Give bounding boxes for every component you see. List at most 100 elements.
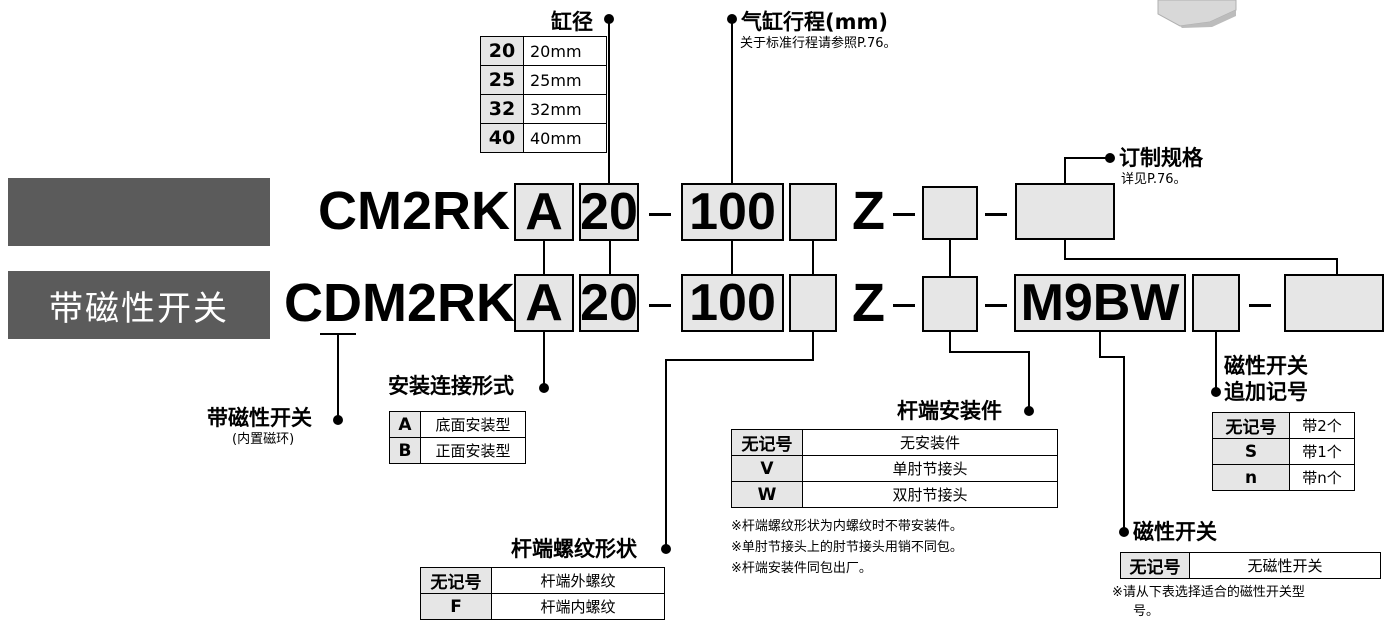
desc-cell: 无磁性开关 [1189, 552, 1381, 579]
code-cell: n [1212, 464, 1290, 491]
desc-cell: 底面安装型 [420, 411, 526, 438]
rod-fitting-note-2: ※单肘节接头上的肘节接头用销不同包。 [731, 540, 963, 555]
desc-cell: 杆端外螺纹 [491, 567, 665, 594]
code-cell: 32 [480, 94, 524, 124]
connector-line [609, 241, 611, 274]
stroke-note: 关于标准行程请参照P.76。 [740, 36, 897, 51]
dash [893, 304, 915, 307]
code-cell: B [389, 437, 421, 464]
desc-cell: 32mm [523, 94, 607, 124]
auto-switch-table: 无记号无磁性开关 [1120, 552, 1381, 579]
rod-thread-title: 杆端螺纹形状 [511, 537, 637, 561]
connector-line [1064, 258, 1338, 260]
auto-switch-note-1: ※请从下表选择适合的磁性开关型 [1112, 585, 1305, 600]
leader-line [665, 359, 667, 549]
custom-spec-box-row1 [1015, 183, 1115, 240]
bore-code-box-row2: 20 [579, 274, 639, 332]
dash [893, 213, 915, 216]
leader-line [949, 351, 1030, 353]
dash [985, 213, 1007, 216]
code-cell: 20 [480, 36, 524, 66]
rod-fitting-notes: ※杆端螺纹形状为内螺纹时不带安装件。 ※单肘节接头上的肘节接头用销不同包。 ※杆… [731, 516, 963, 579]
model-prefix-row1: CM2RK [318, 181, 511, 241]
rod-fitting-box-row2 [922, 276, 978, 332]
connector-line [812, 241, 814, 274]
custom-note: 详见P.76。 [1121, 172, 1187, 187]
switch-label-bar: 带磁性开关 [8, 271, 270, 339]
rod-thread-box-row2 [789, 274, 837, 332]
code-cell: 40 [480, 123, 524, 153]
code-cell: 25 [480, 65, 524, 95]
dash [649, 213, 671, 216]
switch-count-title-1: 磁性开关 [1224, 354, 1308, 378]
auto-switch-note-2: 号。 [1133, 604, 1160, 619]
magnet-title: 带磁性开关 [207, 406, 312, 430]
connector-line [543, 241, 545, 274]
bullet-dot [539, 383, 549, 393]
leader-line [543, 332, 545, 388]
table-row: 无记号无安装件 [731, 429, 1058, 456]
leader-line [1215, 332, 1217, 392]
rod-fitting-note-1: ※杆端螺纹形状为内螺纹时不带安装件。 [731, 519, 963, 534]
desc-cell: 带1个 [1289, 438, 1355, 465]
leader-line [1064, 157, 1108, 159]
bullet-dot [1105, 153, 1115, 163]
leader-line [1099, 332, 1101, 358]
bore-code-box-row1: 20 [579, 183, 639, 241]
table-row: 无记号无磁性开关 [1120, 552, 1381, 579]
z-letter-row1: Z [852, 181, 885, 241]
stroke-code-box-row2: 100 [681, 274, 784, 332]
bore-title: 缸径 [551, 10, 593, 34]
desc-cell: 带n个 [1289, 464, 1355, 491]
leader-line [1064, 157, 1066, 183]
mount-title: 安装连接形式 [388, 374, 514, 398]
product-image [1157, 0, 1237, 28]
leader-line [337, 333, 339, 420]
code-cell: V [731, 455, 803, 482]
code-cell: A [389, 411, 421, 438]
connector-line [1064, 240, 1066, 259]
leader-line [665, 359, 814, 361]
desc-cell: 双肘节接头 [802, 481, 1058, 508]
magnet-note: (内置磁环) [232, 432, 295, 447]
table-row: 无记号带2个 [1212, 412, 1355, 439]
prefix-c: C [284, 273, 323, 333]
bullet-dot [661, 544, 671, 554]
connector-line [731, 241, 733, 274]
code-cell: 无记号 [1212, 412, 1290, 439]
blank-label-bar [8, 178, 270, 246]
code-cell: 无记号 [1120, 552, 1190, 579]
leader-line [949, 332, 951, 353]
desc-cell: 无安装件 [802, 429, 1058, 456]
connector-line [949, 240, 951, 276]
stroke-code-box-row1: 100 [681, 183, 784, 241]
dash [649, 304, 671, 307]
custom-spec-box-row2 [1284, 274, 1384, 332]
table-row: 无记号杆端外螺纹 [420, 567, 665, 594]
leader-line [1123, 356, 1125, 532]
model-prefix-row2: CDM2RK [284, 276, 515, 330]
switch-code-box-row2: M9BW [1014, 274, 1186, 332]
desc-cell: 20mm [523, 36, 607, 66]
rod-thread-box-row1 [789, 183, 837, 241]
bullet-dot [1211, 387, 1221, 397]
leader-line [812, 332, 814, 361]
code-cell: 无记号 [420, 567, 492, 594]
bullet-dot [1024, 406, 1034, 416]
code-cell: F [420, 593, 492, 620]
